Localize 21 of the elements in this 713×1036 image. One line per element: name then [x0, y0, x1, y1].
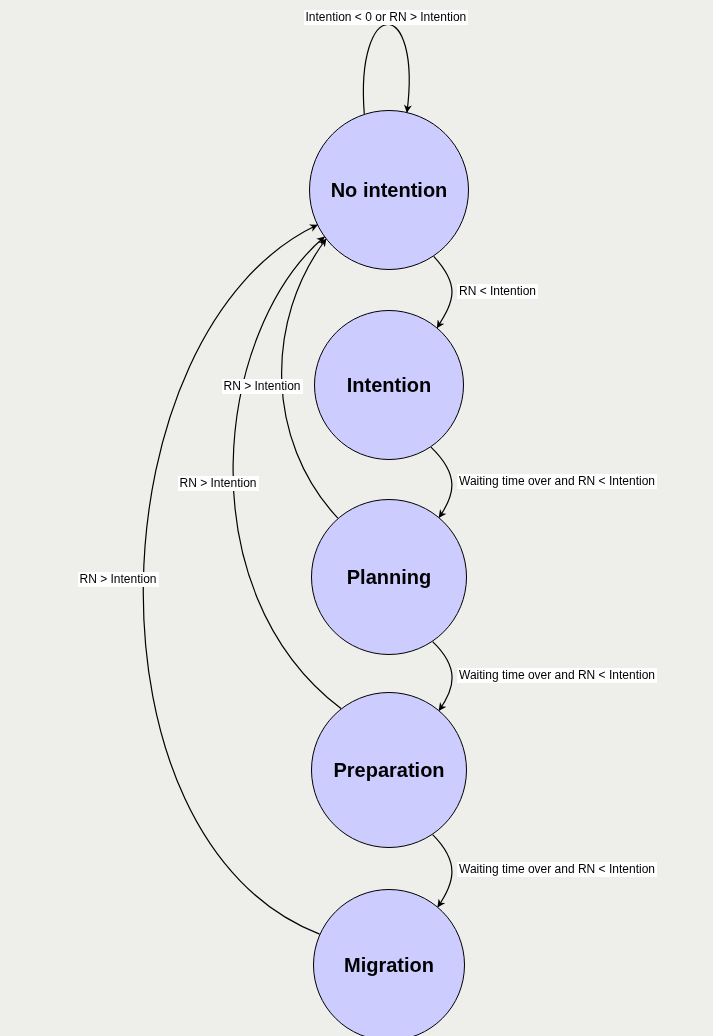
- edge-label: Waiting time over and RN < Intention: [457, 861, 657, 877]
- edge-label: RN < Intention: [457, 283, 539, 299]
- arrow: [432, 641, 453, 711]
- edge-label: Intention < 0 or RN > Intention: [303, 9, 469, 25]
- arrow: [232, 236, 342, 710]
- arrow: [362, 23, 412, 115]
- state-name: Migration: [344, 953, 434, 977]
- arrow: [281, 238, 339, 519]
- arrow: [142, 224, 321, 935]
- edge-label: RN > Intention: [77, 571, 159, 587]
- state-name: No intention: [330, 178, 448, 202]
- state-name: Preparation: [333, 758, 445, 782]
- state-name: Intention: [346, 373, 432, 397]
- state-name: Planning: [346, 565, 432, 589]
- edge-label: RN > Intention: [221, 378, 303, 394]
- edge-label: Waiting time over and RN < Intention: [457, 667, 657, 683]
- arrow: [432, 834, 453, 908]
- arrow: [433, 255, 453, 329]
- edge-label: RN > Intention: [177, 475, 259, 491]
- arrow: [430, 446, 453, 518]
- edge-label: Waiting time over and RN < Intention: [457, 473, 657, 489]
